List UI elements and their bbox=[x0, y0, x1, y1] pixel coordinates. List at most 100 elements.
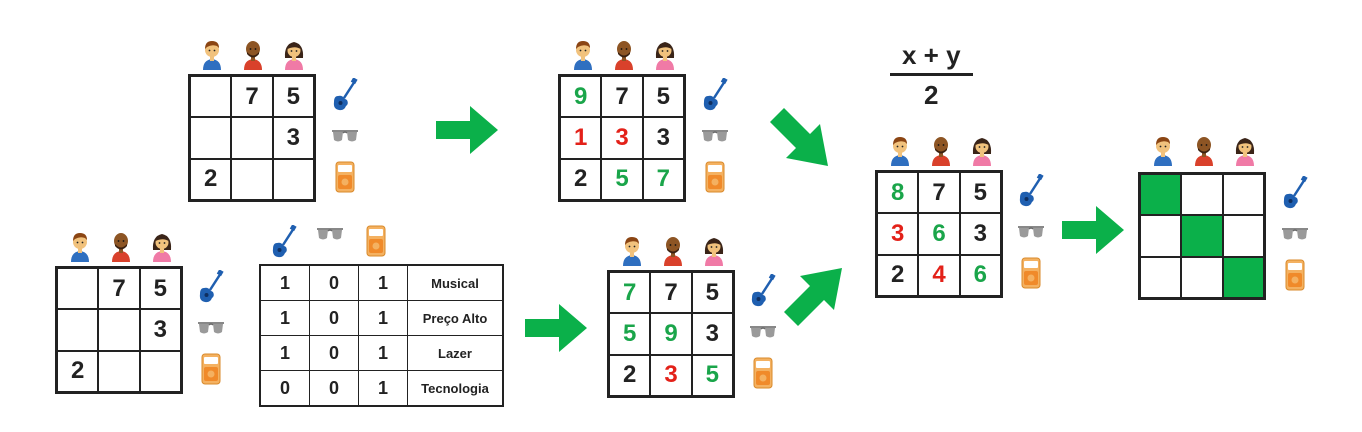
feature-label: Preço Alto bbox=[407, 300, 504, 336]
matrix-cell bbox=[57, 309, 99, 351]
music-player-icon bbox=[1280, 255, 1310, 296]
matrix-cell: 7 bbox=[609, 272, 651, 314]
music-player-icon bbox=[1016, 253, 1046, 294]
formula-numerator: x + y bbox=[890, 40, 973, 76]
boy-icon bbox=[1142, 134, 1183, 166]
people-header-c bbox=[562, 38, 685, 70]
feature-label: Lazer bbox=[407, 335, 504, 371]
sunglasses-icon bbox=[748, 311, 778, 352]
matrix-cell: 6 bbox=[918, 213, 960, 255]
matrix-cell: 7 bbox=[650, 272, 692, 314]
item-icons-d bbox=[748, 270, 778, 394]
matrix-cell: 5 bbox=[272, 76, 314, 118]
arrow-right-icon bbox=[525, 304, 587, 352]
table-cell: 1 bbox=[259, 300, 310, 336]
matrix-cell: 4 bbox=[918, 254, 960, 296]
feature-label: Musical bbox=[407, 264, 504, 301]
table-cell: 1 bbox=[259, 264, 310, 301]
matrix-cell: 5 bbox=[691, 272, 733, 314]
girl-icon bbox=[1224, 134, 1265, 166]
matrix-cell: 5 bbox=[139, 268, 181, 310]
matrix-cell: 2 bbox=[560, 158, 602, 200]
matrix-cell bbox=[98, 350, 140, 392]
matrix-cell: 3 bbox=[877, 213, 919, 255]
table-cell: 1 bbox=[259, 335, 310, 371]
matrix-cell-empty bbox=[1140, 256, 1182, 298]
matrix-cell-empty bbox=[1222, 174, 1264, 216]
sunglasses-icon bbox=[330, 115, 360, 156]
matrix-cell: 2 bbox=[609, 354, 651, 396]
matrix-cell-empty bbox=[1181, 174, 1223, 216]
matrix-cell: 1 bbox=[560, 117, 602, 159]
matrix-cell: 7 bbox=[642, 158, 684, 200]
matrix-cell-empty bbox=[1181, 256, 1223, 298]
table-cell: 1 bbox=[358, 335, 408, 371]
matrix-cell-empty bbox=[1222, 215, 1264, 257]
matrix-cell: 2 bbox=[57, 350, 99, 392]
matrix-cell: 9 bbox=[650, 313, 692, 355]
people-header-e bbox=[879, 134, 1002, 166]
music-player-icon bbox=[196, 349, 226, 390]
matrix-cell: 7 bbox=[98, 268, 140, 310]
table-cell: 1 bbox=[358, 370, 408, 407]
guitar-icon bbox=[748, 270, 778, 311]
bald-man-icon bbox=[1183, 134, 1224, 166]
matrix-cell: 3 bbox=[650, 354, 692, 396]
girl-icon bbox=[693, 234, 734, 266]
boy-icon bbox=[611, 234, 652, 266]
matrix-cell bbox=[98, 309, 140, 351]
table-cell: 0 bbox=[309, 370, 359, 407]
matrix-cell: 5 bbox=[691, 354, 733, 396]
table-cell: 1 bbox=[358, 300, 408, 336]
sunglasses-icon bbox=[196, 307, 226, 348]
boy-icon bbox=[879, 134, 920, 166]
guitar-icon bbox=[1280, 172, 1310, 213]
bald-man-icon bbox=[603, 38, 644, 70]
guitar-icon bbox=[196, 266, 226, 307]
bald-man-icon bbox=[100, 230, 141, 262]
matrix-result bbox=[1138, 172, 1266, 300]
music-player-icon bbox=[353, 225, 399, 259]
matrix-cell-filled bbox=[1181, 215, 1223, 257]
matrix-cell: 3 bbox=[959, 213, 1001, 255]
bald-man-icon bbox=[652, 234, 693, 266]
people-header-b bbox=[59, 230, 182, 262]
item-icons-c bbox=[700, 74, 730, 198]
matrix-cell: 3 bbox=[272, 117, 314, 159]
girl-icon bbox=[961, 134, 1002, 166]
sunglasses-icon bbox=[1016, 211, 1046, 252]
feature-table-header-icons bbox=[261, 225, 399, 259]
item-icons-b bbox=[196, 266, 226, 390]
matrix-cell: 3 bbox=[691, 313, 733, 355]
bald-man-icon bbox=[232, 38, 273, 70]
matrix-cell: 3 bbox=[139, 309, 181, 351]
average-formula: x + y 2 bbox=[890, 40, 973, 111]
arrow-down-right-icon bbox=[770, 108, 828, 166]
item-icons-a bbox=[330, 74, 360, 198]
music-player-icon bbox=[700, 157, 730, 198]
sunglasses-icon bbox=[700, 115, 730, 156]
matrix-cell: 5 bbox=[609, 313, 651, 355]
people-header-d bbox=[611, 234, 734, 266]
table-cell: 0 bbox=[259, 370, 310, 407]
matrix-cell: 7 bbox=[231, 76, 273, 118]
matrix-cell: 7 bbox=[601, 76, 643, 118]
girl-icon bbox=[273, 38, 314, 70]
matrix-cell: 7 bbox=[918, 172, 960, 214]
matrix-cell: 3 bbox=[642, 117, 684, 159]
matrix-cell: 6 bbox=[959, 254, 1001, 296]
matrix-cell bbox=[231, 117, 273, 159]
boy-icon bbox=[59, 230, 100, 262]
sunglasses-icon bbox=[1280, 213, 1310, 254]
matrix-cell-filled bbox=[1140, 174, 1182, 216]
matrix-cell bbox=[231, 158, 273, 200]
table-cell: 1 bbox=[358, 264, 408, 301]
